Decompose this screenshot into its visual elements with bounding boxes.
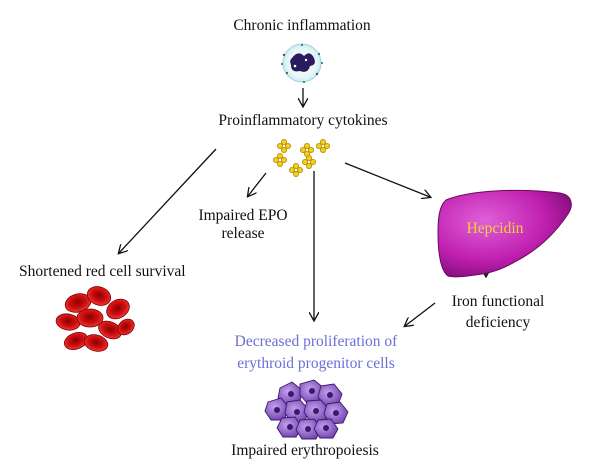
- progenitor-cells-icon: [264, 379, 349, 440]
- iron-deficiency-label-line1: Iron functional: [451, 293, 545, 310]
- impaired-epo-label-line1: Impaired EPO: [198, 207, 288, 224]
- cytokine-cluster-icon: [273, 139, 330, 177]
- impaired-epo-label-line2: release: [221, 225, 265, 242]
- chronic-inflammation-label: Chronic inflammation: [233, 17, 371, 34]
- iron-deficiency-label-line2: deficiency: [465, 314, 531, 331]
- red-blood-cells-icon: [55, 286, 135, 352]
- shortened-survival-label: Shortened red cell survival: [19, 263, 186, 280]
- impaired-erythropoiesis-label: Impaired erythropoiesis: [231, 442, 379, 459]
- arrow-iron-to-proliferation: [405, 302, 436, 326]
- arrow-cytokines-to-liver: [344, 162, 430, 197]
- decreased-proliferation-label-line1: Decreased proliferation of: [234, 333, 398, 350]
- hepcidin-label: Hepcidin: [466, 220, 524, 237]
- neutrophil-icon: [281, 43, 323, 83]
- liver-icon: [437, 189, 572, 278]
- arrow-cytokines-to-epo: [248, 172, 267, 196]
- proinflammatory-cytokines-label: Proinflammatory cytokines: [218, 112, 388, 129]
- arrow-cytokines-to-survival: [119, 148, 217, 253]
- decreased-proliferation-label-line2: erythroid progenitor cells: [237, 355, 395, 372]
